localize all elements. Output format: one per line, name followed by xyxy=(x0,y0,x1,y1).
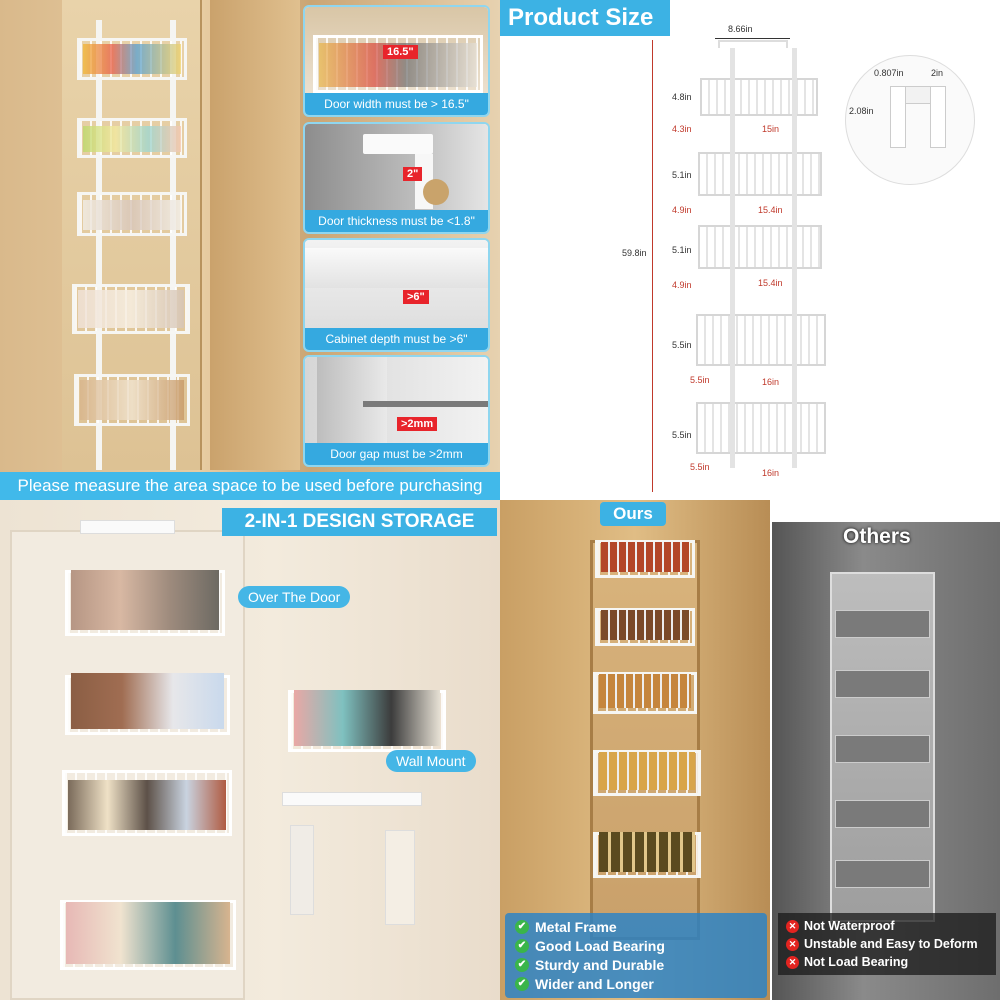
cross-icon: ✕ xyxy=(786,919,799,933)
wardrobe-photo xyxy=(210,0,300,470)
over-door-basket xyxy=(62,770,232,836)
spice-basket xyxy=(593,750,701,796)
rack-rail xyxy=(96,20,102,470)
callout-door-thickness: 2" Door thickness must be <1.8" xyxy=(303,122,490,234)
product-size-panel: Product Size 8.66in 59.8in 4.8in 4.3in 1… xyxy=(500,0,1000,500)
basket-5-width: 16in xyxy=(762,468,780,478)
top-width-label: 8.66in xyxy=(728,24,753,34)
measurement-panel: 16.5" Door width must be > 16.5" 2" Door… xyxy=(0,0,500,500)
check-icon: ✔ xyxy=(515,920,529,934)
door-width-measure: 16.5" xyxy=(383,45,418,59)
basket-5 xyxy=(696,402,826,454)
measure-banner: Please measure the area space to be used… xyxy=(0,472,500,500)
total-height-line xyxy=(652,40,653,492)
coin-icon xyxy=(423,179,449,205)
con-item: ✕Not Load Bearing xyxy=(786,955,908,969)
basket-2-height: 5.1in xyxy=(672,170,692,180)
check-icon: ✔ xyxy=(515,939,529,953)
callout-cabinet-depth: >6" Cabinet depth must be >6" xyxy=(303,238,490,352)
pros-list: ✔Metal Frame ✔Good Load Bearing ✔Sturdy … xyxy=(505,913,767,998)
basket-3-width: 15.4in xyxy=(758,278,783,288)
basket-4-depth: 5.5in xyxy=(690,375,710,385)
check-icon: ✔ xyxy=(515,977,529,991)
spice-basket xyxy=(595,608,695,646)
basket-3-height: 5.1in xyxy=(672,245,692,255)
basket-3-depth: 4.9in xyxy=(672,280,692,290)
con-item: ✕Unstable and Easy to Deform xyxy=(786,937,978,951)
basket-2 xyxy=(698,152,822,196)
pro-item: ✔Sturdy and Durable xyxy=(515,957,664,973)
rack-basket xyxy=(74,374,190,426)
hook-width-label: 2in xyxy=(931,68,944,78)
cabinet-depth-caption: Cabinet depth must be >6" xyxy=(305,328,488,350)
basket-2-depth: 4.9in xyxy=(672,205,692,215)
pro-item: ✔Good Load Bearing xyxy=(515,938,665,954)
product-size-title: Product Size xyxy=(500,0,670,36)
basket-4-height: 5.5in xyxy=(672,340,692,350)
door-width-caption: Door width must be > 16.5" xyxy=(305,93,488,115)
rack-basket xyxy=(72,284,190,334)
design-storage-title: 2-IN-1 DESIGN STORAGE xyxy=(222,508,497,536)
callout-door-width: 16.5" Door width must be > 16.5" xyxy=(303,5,490,117)
basket-2-width: 15.4in xyxy=(758,205,783,215)
check-icon: ✔ xyxy=(515,958,529,972)
hook-detail-circle: 0.807in 2in 2.08in xyxy=(845,55,975,185)
over-door-tag: Over The Door xyxy=(238,586,351,608)
rack-basket xyxy=(77,38,187,80)
wall-mount-basket xyxy=(288,690,446,752)
door-gap-measure: >2mm xyxy=(397,417,438,431)
basket-1-height: 4.8in xyxy=(672,92,692,102)
cons-list: ✕Not Waterproof ✕Unstable and Easy to De… xyxy=(778,913,996,975)
con-item: ✕Not Waterproof xyxy=(786,919,895,933)
cross-icon: ✕ xyxy=(786,937,799,951)
over-door-basket xyxy=(65,570,225,636)
total-height-label: 59.8in xyxy=(622,248,647,258)
basket-3 xyxy=(698,225,822,269)
rack-basket xyxy=(77,118,187,158)
hook-rack xyxy=(282,792,422,806)
basket-1-depth: 4.3in xyxy=(672,124,692,134)
rack-basket xyxy=(77,192,187,236)
spice-basket xyxy=(595,540,695,578)
over-door-basket xyxy=(65,673,230,735)
rack-rail xyxy=(170,20,176,470)
spice-basket xyxy=(593,832,701,878)
hook-thickness-label: 0.807in xyxy=(874,68,904,78)
cross-icon: ✕ xyxy=(786,955,799,969)
pro-item: ✔Wider and Longer xyxy=(515,976,654,992)
callout-door-gap: >2mm Door gap must be >2mm xyxy=(303,355,490,467)
over-door-basket xyxy=(60,900,236,970)
basket-4-width: 16in xyxy=(762,377,780,387)
basket-1-width: 15in xyxy=(762,124,780,134)
basket-4 xyxy=(696,314,826,366)
door-gap-caption: Door gap must be >2mm xyxy=(305,443,488,465)
cabinet-depth-measure: >6" xyxy=(403,290,429,304)
basket-1 xyxy=(700,78,818,116)
pro-item: ✔Metal Frame xyxy=(515,919,617,935)
ours-tag: Ours xyxy=(600,502,666,526)
door-thickness-measure: 2" xyxy=(403,167,423,181)
basket-5-depth: 5.5in xyxy=(690,462,710,472)
comparison-panel: Ours Others ✔Metal Frame ✔Good Load Bear… xyxy=(500,500,1000,1000)
wall-mount-tag: Wall Mount xyxy=(386,750,476,772)
basket-5-height: 5.5in xyxy=(672,430,692,440)
two-in-one-panel: 2-IN-1 DESIGN STORAGE Over The Door Wall… xyxy=(0,500,500,1000)
spice-basket xyxy=(593,672,697,714)
door-thickness-caption: Door thickness must be <1.8" xyxy=(305,210,488,232)
hook-height-label: 2.08in xyxy=(849,106,874,116)
others-tag: Others xyxy=(843,525,911,548)
